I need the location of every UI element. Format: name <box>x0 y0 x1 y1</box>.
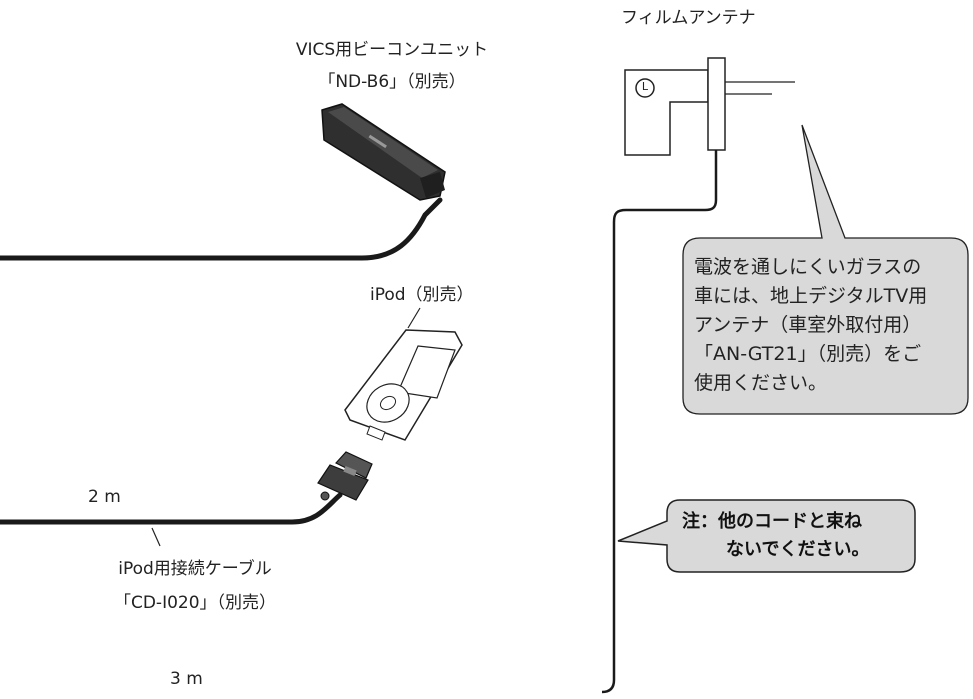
glass-warning-line4: 「AN-GT21」（別売）をご <box>694 343 922 365</box>
glass-warning-balloon <box>682 124 969 415</box>
bundle-warning-balloon <box>617 499 916 573</box>
film-antenna <box>624 57 795 156</box>
cable-length-2m: 2 m <box>88 487 121 507</box>
glass-warning-line2: 車には、地上デジタルTV用 <box>694 285 928 307</box>
ipod-leader <box>407 307 421 329</box>
cable-name-line1: iPod用接続ケーブル <box>118 559 272 579</box>
ipod-connector <box>317 451 373 501</box>
ipod-cable <box>0 492 343 525</box>
vics-cable <box>0 197 443 261</box>
ipod-device <box>344 329 463 441</box>
vics-label-line2: 「ND-B6」（別売） <box>318 72 466 92</box>
cable-name-leader <box>151 527 161 547</box>
antenna-mark: L <box>641 80 649 93</box>
ipod-label: iPod（別売） <box>370 285 474 305</box>
bundle-warning-line1: 注：他のコードと束ね <box>682 511 862 532</box>
film-antenna-label: フィルムアンテナ <box>621 8 756 28</box>
cable-length-3m: 3 m <box>170 669 203 689</box>
glass-warning-line1: 電波を通しにくいガラスの <box>694 256 922 278</box>
glass-warning-line3: アンテナ（車室外取付用） <box>694 314 922 336</box>
bundle-warning-line2: ないでください。 <box>726 539 870 560</box>
vics-beacon-unit <box>321 103 446 201</box>
antenna-cable <box>601 150 718 694</box>
cable-name-line2: 「CD-I020」（別売） <box>113 593 277 613</box>
glass-warning-line5: 使用ください。 <box>694 372 828 394</box>
vics-label-line1: VICS用ビーコンユニット <box>295 40 489 60</box>
